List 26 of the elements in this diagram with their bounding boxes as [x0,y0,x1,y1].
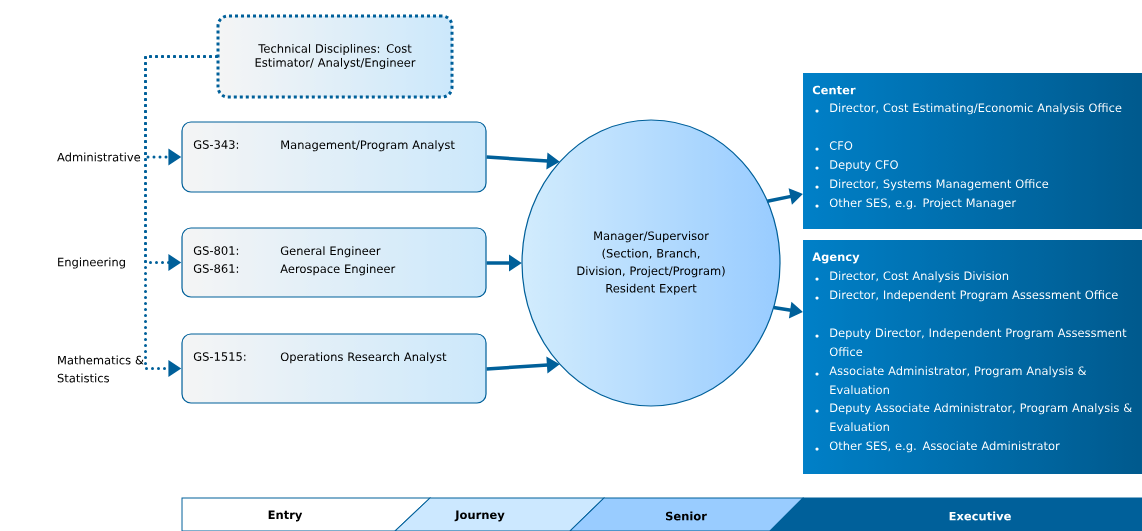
node-label: Director, Systems Management Office [830,179,1049,191]
node-label: Deputy Associate Administrator, Program Analysis & Evaluation [830,403,1132,432]
category-label: Administrative [57,152,141,162]
node-label: Deputy CFO [830,160,898,172]
position-panel: Center Director, Cost Estimating/Economic Analysis Office CFO Deputy CFO Director, Systems Management Office Other SES, e.g. Project Manager [812,85,1122,210]
node-label: Deputy Director, Independent Program Assessment Office [829,328,1127,357]
stage-band: Entry [181,497,431,531]
node-label: Director, Cost Analysis Division [830,271,1009,283]
grade-box: GS-801: General Engineer GS-861: Aerospace Engineer [181,227,487,298]
category-label: Mathematics & Statistics [57,355,144,383]
grade-box: GS-343: Management/Program Analyst [181,121,487,193]
node-label: Center [812,85,856,95]
node-label: Director, Independent Program Assessment Office [830,290,1118,302]
stage-band: Journey [394,497,605,531]
stage-band: Executive [769,497,1142,531]
stage-band: Senior [569,497,804,531]
position-panel: Agency Director, Cost Analysis Division Director, Independent Program Assessment Office Deputy Director, Independent Program Assessment Office Associate Administrator, Program Analysis & Evaluation Deputy Associate Administrator, Program Analysis & Evaluation Other SES, e.g. Associate Administrator [812,252,1132,453]
category-label: Engineering [58,257,125,269]
node-label: Other SES, e.g. Associate Administrator [829,441,1060,453]
dotted-box: Technical Disciplines: Cost Estimator/ Analyst/Engineer [216,14,454,99]
node-label: CFO [829,141,853,150]
node-label: Associate Administrator, Program Analysis & Evaluation [829,366,1087,395]
grade-box: GS-1515: Operations Research Analyst [181,333,487,404]
node-label: Agency [812,252,860,264]
node-label: Other SES, e.g. Project Manager [829,198,1017,210]
node-label: Director, Cost Estimating/Economic Analysis Office [830,103,1122,115]
